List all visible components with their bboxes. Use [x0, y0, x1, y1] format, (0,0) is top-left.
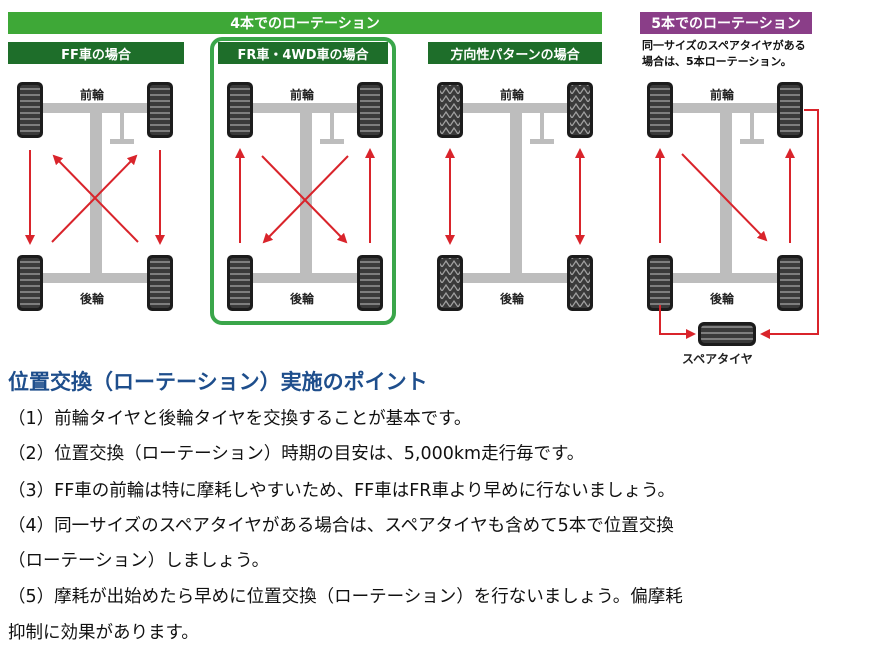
ff-rear-label: 後輪 — [80, 292, 105, 306]
directional-panel-diagram — [437, 82, 593, 311]
five-front-label: 前輪 — [710, 88, 735, 102]
ff-front-left-tire — [17, 82, 43, 138]
point-3: （3）FF車の前輪は特に摩耗しやすいため、FF車はFR車より早めに行ないましょう… — [8, 481, 676, 501]
five-tire-banner: 5本でのローテーション — [640, 12, 812, 34]
fr-rear-right-tire — [357, 255, 383, 311]
five-rear-label: 後輪 — [710, 292, 735, 306]
five-tire-note-line-1: 同一サイズのスペアタイヤがある — [642, 39, 806, 52]
spare-tire-label: スペアタイヤ — [682, 352, 753, 366]
fr-4wd-panel-diagram — [227, 82, 383, 311]
point-5-line-2: 抑制に効果があります。 — [8, 623, 199, 643]
ff-rear-right-tire — [147, 255, 173, 311]
ff-front-label: 前輪 — [80, 88, 105, 102]
five-tire-note-line-2: 場合は、5本ローテーション。 — [642, 55, 792, 68]
five-tire-panel-diagram — [647, 82, 819, 346]
fr-front-left-tire — [227, 82, 253, 138]
dir-rear-right-tire — [567, 255, 593, 311]
five-rear-right-tire — [777, 255, 803, 311]
spare-tire — [698, 322, 756, 346]
fr-front-right-tire — [357, 82, 383, 138]
five-front-left-tire — [647, 82, 673, 138]
ff-panel-diagram — [17, 82, 173, 311]
point-4-line-2: （ローテーション）しましょう。 — [8, 551, 270, 571]
five-tire-note: 同一サイズのスペアタイヤがある 場合は、5本ローテーション。 — [642, 38, 806, 70]
panel-title-fr-4wd: FR車・4WD車の場合 — [218, 42, 388, 64]
dir-front-left-tire — [437, 82, 463, 138]
point-5-line-1: （5）摩耗が出始めたら早めに位置交換（ローテーション）を行ないましょう。偏摩耗 — [8, 587, 683, 607]
panel-title-ff: FF車の場合 — [8, 42, 184, 64]
ff-rear-left-tire — [17, 255, 43, 311]
ff-front-right-tire — [147, 82, 173, 138]
rotation-diagrams — [17, 82, 819, 346]
dir-rear-label: 後輪 — [500, 292, 525, 306]
dir-front-right-tire — [567, 82, 593, 138]
panel-title-directional: 方向性パターンの場合 — [428, 42, 602, 64]
fr-4wd-highlight — [210, 37, 396, 325]
dir-front-label: 前輪 — [500, 88, 525, 102]
five-front-right-tire — [777, 82, 803, 138]
fr-rear-label: 後輪 — [290, 292, 315, 306]
four-tire-banner: 4本でのローテーション — [8, 12, 602, 34]
point-2: （2）位置交換（ローテーション）時期の目安は、5,000km走行毎です。 — [8, 444, 585, 464]
dir-rear-left-tire — [437, 255, 463, 311]
point-4-line-1: （4）同一サイズのスペアタイヤがある場合は、スペアタイヤも含めて5本で位置交換 — [8, 516, 674, 536]
five-rear-left-tire — [647, 255, 673, 311]
points-heading: 位置交換（ローテーション）実施のポイント — [8, 370, 428, 394]
fr-rear-left-tire — [227, 255, 253, 311]
fr-front-label: 前輪 — [290, 88, 315, 102]
point-1: （1）前輪タイヤと後輪タイヤを交換することが基本です。 — [8, 409, 472, 429]
